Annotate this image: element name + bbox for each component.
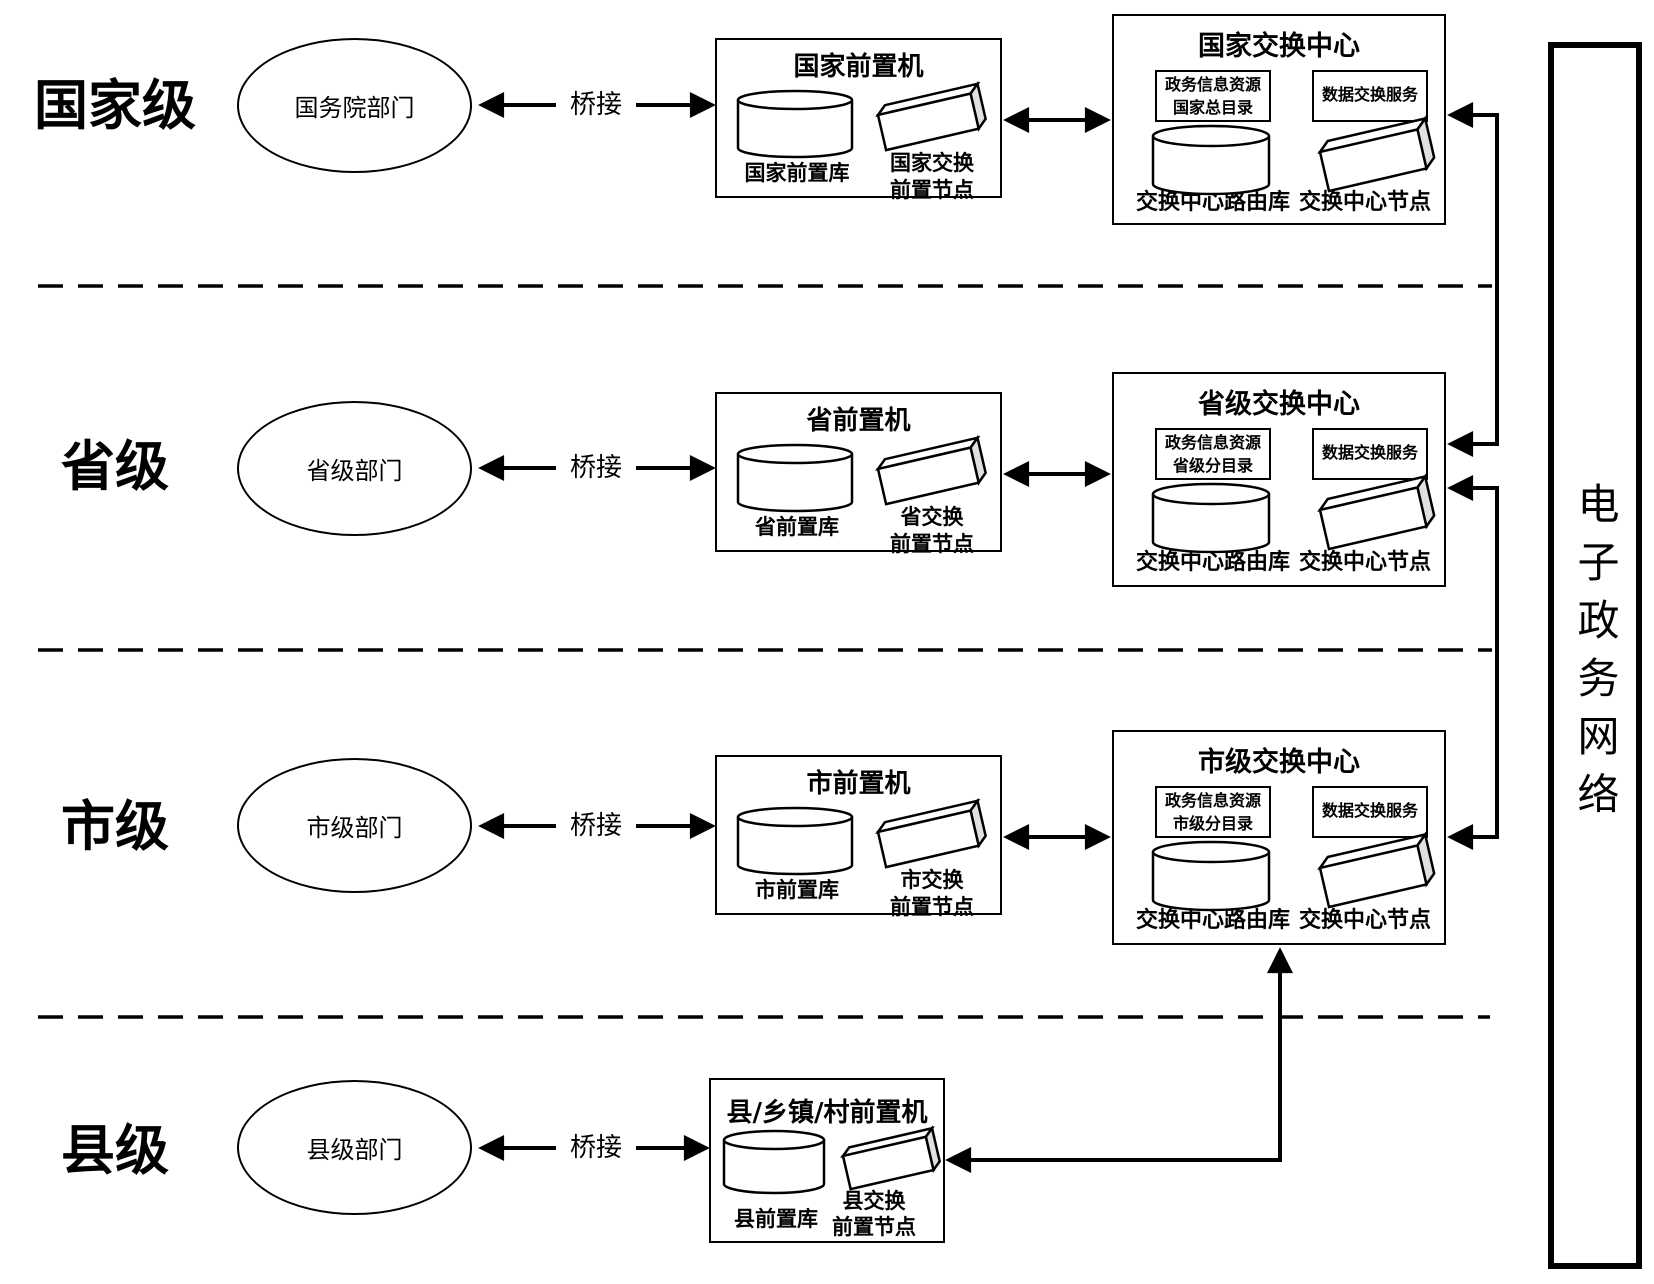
department-ellipse-national: 国务院部门 [237,38,472,173]
router-db-label: 交换中心路由库 [1135,550,1290,575]
front-node-label-line1: 省交换 [900,505,964,529]
catalog-line2: 市级分目录 [1172,814,1253,833]
catalog-box: 政务信息资源 国家总目录 [1155,70,1271,122]
front-node-label-line1: 国家交换 [890,151,974,175]
department-label: 国务院部门 [294,94,415,122]
exchange-center-box-provincial: 省级交换中心 政务信息资源 省级分目录 数据交换服务 交换中心路由库 交换中心节… [1112,372,1446,587]
catalog-line1: 政务信息资源 [1164,433,1261,452]
front-node-label-line1: 市交换 [900,868,964,892]
front-database-label: 省前置库 [755,515,839,539]
front-node-label-line2: 前置节点 [832,1215,916,1239]
egov-network-bar: 电子政务网络 [1548,42,1642,1269]
tier-label-city: 市级 [61,795,169,858]
exchange-node-label: 交换中心节点 [1298,908,1431,933]
exchange-center-box-national: 国家交换中心 政务信息资源 国家总目录 数据交换服务 交换中心路由库 交换中心节… [1112,14,1446,225]
tier-label-provincial: 省级 [61,435,169,498]
router-db-label: 交换中心路由库 [1135,908,1290,933]
front-machine-box-national: 国家前置机 国家前置库 国家交换 前置节点 [715,38,1002,202]
bridge-label-provincial: 桥接 [556,451,636,485]
front-machine-title: 省前置机 [806,406,911,436]
data-exchange-service-box: 数据交换服务 [1312,786,1428,838]
front-database-label: 市前置库 [755,878,839,902]
exchange-center-box-city: 市级交换中心 政务信息资源 市级分目录 数据交换服务 交换中心路由库 交换中心节… [1112,730,1446,945]
catalog-box: 政务信息资源 省级分目录 [1155,428,1271,480]
front-machine-box-city: 市前置机 市前置库 市交换 前置节点 [715,755,1002,919]
front-machine-title: 市前置机 [806,769,911,799]
tier-label-county: 县级 [61,1119,169,1182]
department-label: 市级部门 [306,814,403,842]
department-ellipse-provincial: 省级部门 [237,401,472,536]
egov-network-label: 电子政务网络 [1571,481,1620,830]
tier-label-national: 国家级 [34,74,196,137]
front-database-label: 国家前置库 [744,161,850,185]
bridge-label-city: 桥接 [556,809,636,843]
bridge-label-national: 桥接 [556,88,636,122]
bridge-label-county: 桥接 [556,1131,636,1165]
network-link-national-provincial [1447,102,1499,457]
exchange-node-label: 交换中心节点 [1298,190,1431,215]
county-to-city-connector [945,947,1293,1173]
front-node-label-line1: 县交换 [842,1189,906,1213]
front-machine-title: 国家前置机 [793,52,924,82]
exchange-node-label: 交换中心节点 [1298,550,1431,575]
exchange-center-title: 国家交换中心 [1198,31,1360,62]
data-exchange-service-box: 数据交换服务 [1312,70,1428,122]
front-machine-box-county: 县/乡镇/村前置机 县前置库 县交换 前置节点 [709,1078,945,1243]
front-machine-title: 县/乡镇/村前置机 [726,1098,928,1128]
department-label: 省级部门 [306,457,403,485]
front-node-label-line2: 前置节点 [890,178,974,202]
department-ellipse-city: 市级部门 [237,758,472,893]
front-database-label: 县前置库 [734,1207,818,1231]
network-link-provincial-city [1447,475,1499,850]
front-machine-box-provincial: 省前置机 省前置库 省交换 前置节点 [715,392,1002,556]
data-exchange-service-box: 数据交换服务 [1312,428,1428,480]
catalog-line1: 政务信息资源 [1164,791,1261,810]
catalog-line2: 省级分目录 [1172,456,1253,475]
front-node-label-line2: 前置节点 [890,532,974,556]
catalog-line2: 国家总目录 [1172,98,1253,117]
front-node-label-line2: 前置节点 [890,895,974,919]
catalog-box: 政务信息资源 市级分目录 [1155,786,1271,838]
department-ellipse-county: 县级部门 [237,1080,472,1215]
exchange-center-title: 市级交换中心 [1198,747,1360,778]
catalog-line1: 政务信息资源 [1164,75,1261,94]
department-label: 县级部门 [306,1136,403,1164]
exchange-center-title: 省级交换中心 [1198,389,1360,420]
